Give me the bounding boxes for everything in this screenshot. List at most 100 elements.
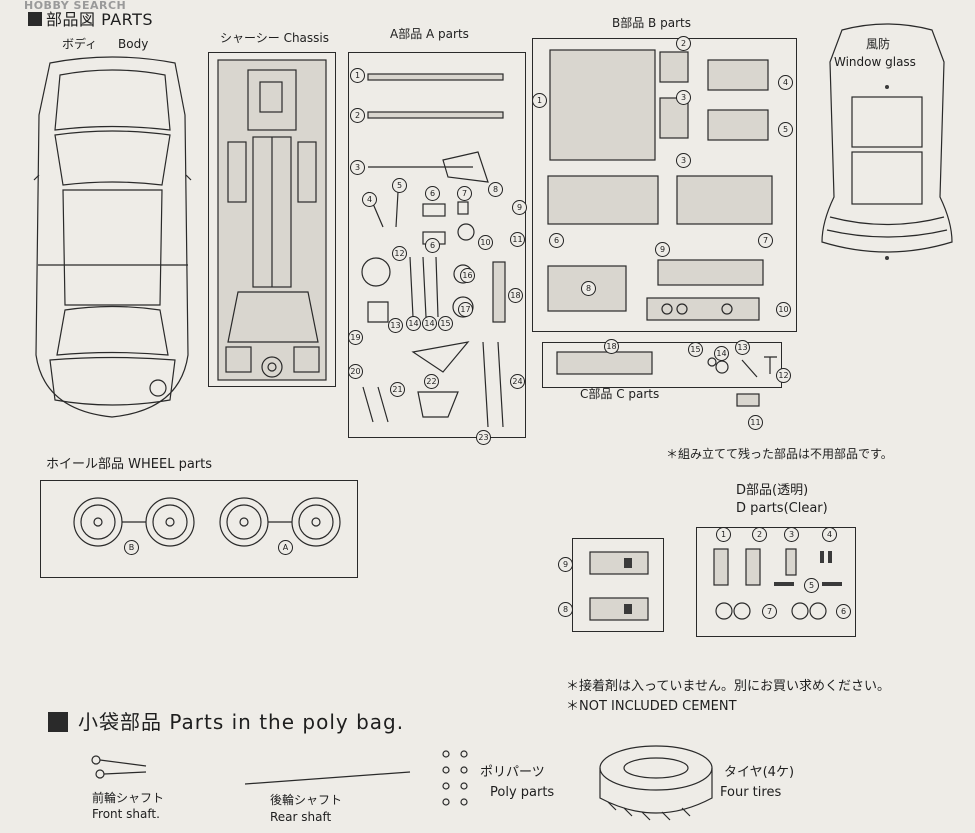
wheel-parts-label: ホイール部品 WHEEL parts — [46, 457, 212, 472]
a-parts-frame — [348, 52, 526, 438]
chassis-drawing — [217, 59, 327, 381]
a-part-number: 14 — [406, 316, 421, 331]
b-part-number: 3 — [676, 153, 691, 168]
b-parts-label: B部品 B parts — [612, 16, 691, 30]
window-glass-label-en: Window glass — [834, 55, 916, 69]
wheel-mark-a: A — [278, 540, 293, 555]
c-part-number: 15 — [688, 342, 703, 357]
tire-label-en: Four tires — [720, 785, 782, 800]
c-part-number: 14 — [714, 346, 729, 361]
cement-note-en: ＊NOT INCLUDED CEMENT — [566, 699, 737, 714]
a-part-number: 17 — [458, 302, 473, 317]
d-parts-left-drawing — [589, 551, 649, 621]
a-part-number: 24 — [510, 374, 525, 389]
a-part-number: 23 — [476, 430, 491, 445]
a-part-number: 6 — [425, 186, 440, 201]
front-shaft-label-en: Front shaft. — [92, 807, 160, 821]
tire-label-jp: タイヤ(4ケ) — [724, 765, 795, 780]
c-part-number: 18 — [604, 339, 619, 354]
header-square-icon — [28, 12, 42, 26]
front-shaft-drawing — [91, 755, 147, 779]
a-part-number: 21 — [390, 382, 405, 397]
a-part-number: 7 — [457, 186, 472, 201]
b-part-number: 9 — [655, 242, 670, 257]
window-glass-label-jp: 風防 — [866, 37, 891, 51]
c-part-number: 11 — [748, 415, 763, 430]
d-parts-frame-left — [572, 538, 664, 632]
a-part-number: 4 — [362, 192, 377, 207]
d-part-number: 9 — [558, 557, 573, 572]
b-part-number: 8 — [581, 281, 596, 296]
d-part-number: 5 — [804, 578, 819, 593]
a-part-number: 15 — [438, 316, 453, 331]
a-part-number: 1 — [350, 68, 365, 83]
wheel-mark-b: B — [124, 540, 139, 555]
c-parts-label: C部品 C parts — [580, 387, 660, 401]
chassis-label: シャーシー Chassis — [220, 31, 330, 45]
a-part-number: 9 — [512, 200, 527, 215]
b-part-number: 10 — [776, 302, 791, 317]
poly-parts-drawing — [442, 750, 468, 806]
wheel-parts-drawing — [73, 497, 341, 547]
b-part-number: 1 — [532, 93, 547, 108]
d-part-number: 3 — [784, 527, 799, 542]
d-part-number: 8 — [558, 602, 573, 617]
watermark: HOBBY SEARCH — [24, 0, 127, 12]
d-parts-label-en: D parts(Clear) — [736, 501, 828, 516]
rear-shaft-drawing — [244, 771, 411, 785]
a-part-number: 20 — [348, 364, 363, 379]
a-part-number: 6 — [425, 238, 440, 253]
a-part-number: 2 — [350, 108, 365, 123]
polybag-square-icon — [48, 712, 68, 732]
a-parts-drawing — [361, 73, 506, 428]
polybag-title: 小袋部品 Parts in the poly bag. — [78, 710, 405, 734]
window-glass-drawing — [821, 23, 953, 260]
body-label-jp: ボディ — [62, 37, 98, 51]
a-part-number: 5 — [392, 178, 407, 193]
d-part-number: 1 — [716, 527, 731, 542]
d-parts-label-jp: D部品(透明) — [736, 483, 809, 498]
body-label-en: Body — [118, 37, 149, 51]
b-part-number: 5 — [778, 122, 793, 137]
c-part-number: 13 — [735, 340, 750, 355]
a-part-number: 3 — [350, 160, 365, 175]
poly-parts-label-en: Poly parts — [490, 785, 555, 800]
d-part-number: 6 — [836, 604, 851, 619]
b-parts-frame — [532, 38, 797, 332]
page-title: 部品図 PARTS — [46, 10, 154, 29]
d-parts-frame-right — [696, 527, 856, 637]
b-part-number: 2 — [676, 36, 691, 51]
b-part-number: 6 — [549, 233, 564, 248]
d-parts-right-drawing — [713, 548, 842, 620]
d-part-number: 4 — [822, 527, 837, 542]
a-part-number: 12 — [392, 246, 407, 261]
a-part-number: 18 — [508, 288, 523, 303]
a-part-number: 11 — [510, 232, 525, 247]
rear-shaft-label-en: Rear shaft — [270, 810, 332, 824]
chassis-frame — [208, 52, 336, 387]
a-part-number: 14 — [422, 316, 437, 331]
a-part-number: 13 — [388, 318, 403, 333]
cement-note-jp: ＊接着剤は入っていません。別にお買い求めください。 — [566, 679, 890, 694]
wheel-parts-frame — [40, 480, 358, 578]
rear-shaft-label-jp: 後輪シャフト — [270, 793, 343, 807]
a-part-number: 8 — [488, 182, 503, 197]
front-shaft-label-jp: 前輪シャフト — [92, 791, 165, 805]
poly-parts-label-jp: ポリパーツ — [480, 765, 545, 780]
a-part-number: 22 — [424, 374, 439, 389]
c-parts-frame — [542, 342, 782, 388]
body-drawing — [33, 56, 192, 418]
leftover-parts-note: ＊組み立てて残った部品は不用部品です。 — [666, 447, 893, 461]
tire-drawing — [599, 745, 713, 821]
b-part-number: 7 — [758, 233, 773, 248]
a-part-number: 19 — [348, 330, 363, 345]
d-part-number: 2 — [752, 527, 767, 542]
b-parts-drawing — [547, 49, 773, 321]
b-part-number: 3 — [676, 90, 691, 105]
b-part-number: 4 — [778, 75, 793, 90]
a-part-number: 10 — [478, 235, 493, 250]
c-parts-drawing — [556, 351, 777, 407]
d-part-number: 7 — [762, 604, 777, 619]
a-parts-label: A部品 A parts — [390, 27, 469, 41]
a-part-number: 16 — [460, 268, 475, 283]
